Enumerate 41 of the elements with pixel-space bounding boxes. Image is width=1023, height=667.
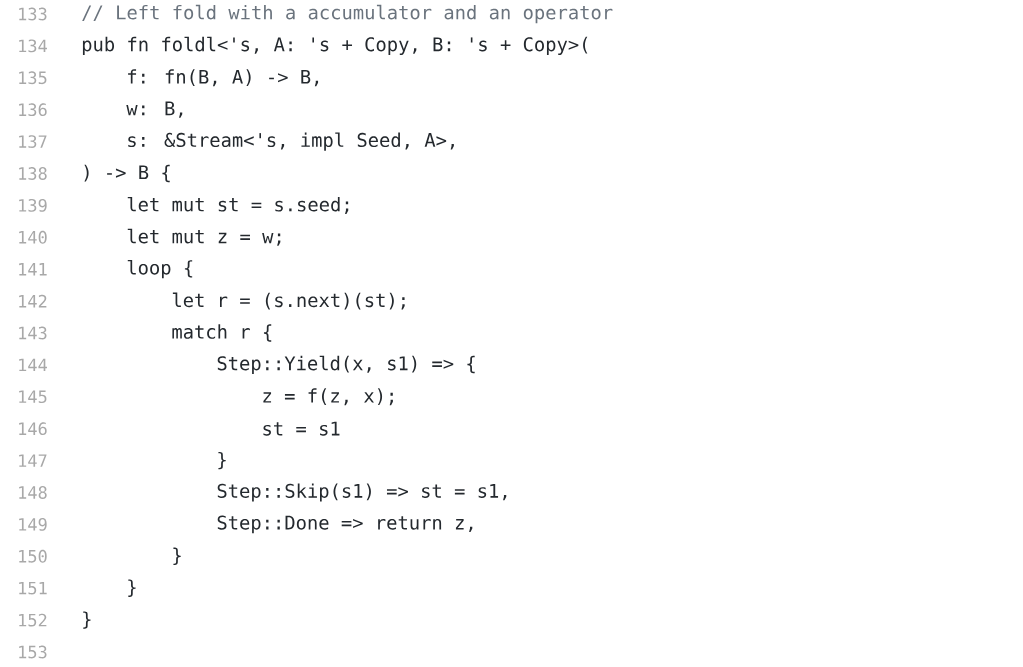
line-number: 148 [19, 486, 47, 499]
code-line: ) -> B { [84, 164, 170, 183]
code-line: } [128, 579, 136, 597]
code-line: pub fn foldl<'s, A: 's + Copy, B: 's + Copy>( [82, 36, 588, 56]
line-number: 135 [19, 71, 47, 85]
line-number: 143 [19, 326, 47, 340]
line-number: 144 [19, 358, 47, 372]
code-line: let r = (s.next)(st); [172, 292, 405, 310]
line-number: 149 [19, 517, 47, 531]
code-line: w: B, [126, 101, 183, 118]
code-line: match r { [172, 324, 272, 342]
code-line: Step::Skip(s1) => st = s1, [217, 483, 507, 502]
code-line: Step::Yield(x, s1) => { [217, 355, 475, 375]
line-number: 136 [19, 103, 47, 117]
line-number: 150 [19, 549, 47, 563]
line-number: 153 [19, 645, 47, 659]
line-number: 142 [19, 294, 47, 308]
code-line: z = f(z, x); [263, 388, 393, 406]
line-number: 146 [19, 422, 47, 436]
line-number: 140 [19, 230, 47, 244]
code-line: } [83, 611, 91, 629]
line-number: 134 [19, 39, 47, 53]
line-number: 138 [19, 167, 47, 180]
code-line: st = s1 [263, 421, 340, 436]
line-number: 139 [19, 198, 47, 212]
code-line: // Left fold with a accumulator and an operator [82, 4, 613, 24]
line-number: 141 [19, 263, 47, 276]
line-number: 147 [19, 454, 47, 467]
line-number: 137 [19, 135, 47, 148]
code-line: } [173, 547, 181, 565]
code-line: } [218, 451, 226, 470]
line-number: 152 [19, 613, 47, 627]
line-number: 145 [19, 390, 47, 404]
code-line: s: &Stream<'s, impl Seed, A>, [128, 132, 454, 151]
line-number: 133 [19, 7, 47, 21]
line-number: 151 [19, 581, 47, 595]
code-line: let mut z = w; [127, 228, 281, 246]
code-line: loop { [127, 260, 193, 279]
code-line: Step::Done => return z, [217, 515, 473, 534]
code-line: f: fn(B, A) -> B, [128, 69, 319, 87]
code-line: let mut st = s.seed; [127, 196, 349, 214]
